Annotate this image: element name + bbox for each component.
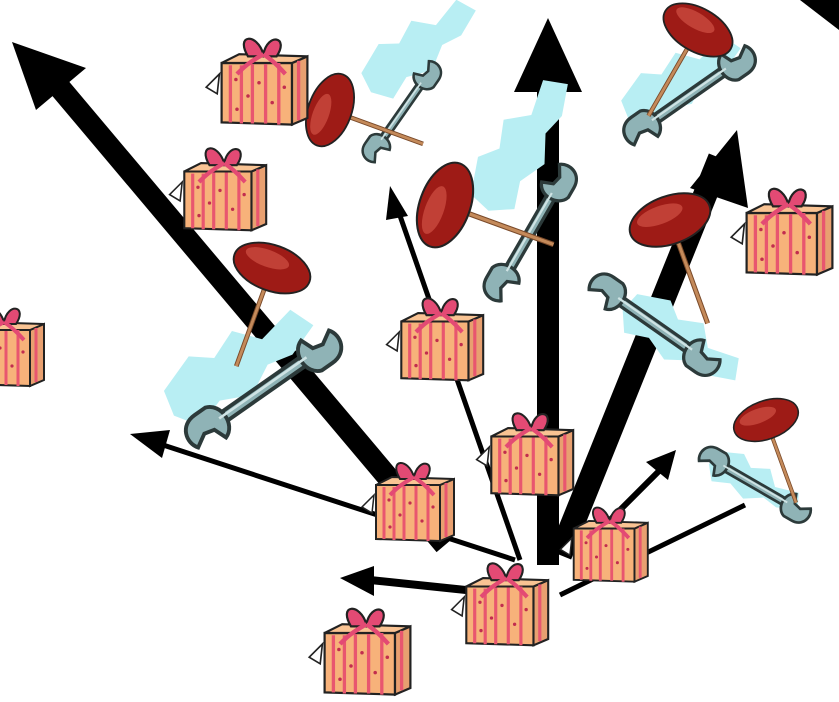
arrow-icon bbox=[340, 566, 374, 596]
gift-box-icon bbox=[0, 305, 46, 388]
arrow-icon bbox=[130, 430, 170, 458]
gift-box-icon bbox=[387, 298, 484, 380]
arrow-icon bbox=[514, 18, 582, 92]
arrow-icon bbox=[690, 130, 748, 208]
arrow-big-left bbox=[46, 74, 454, 553]
arrow-icon bbox=[12, 42, 86, 110]
arrow-icon bbox=[646, 450, 676, 480]
gift-box-icon bbox=[170, 148, 267, 230]
gift-box-icon bbox=[206, 39, 307, 125]
wrench-icon bbox=[581, 266, 728, 383]
arrow-icon bbox=[386, 186, 408, 220]
gift-box-icon bbox=[452, 563, 549, 645]
gift-box-icon bbox=[309, 609, 410, 695]
wrench-icon bbox=[692, 441, 817, 529]
partial-shape bbox=[800, 0, 839, 30]
